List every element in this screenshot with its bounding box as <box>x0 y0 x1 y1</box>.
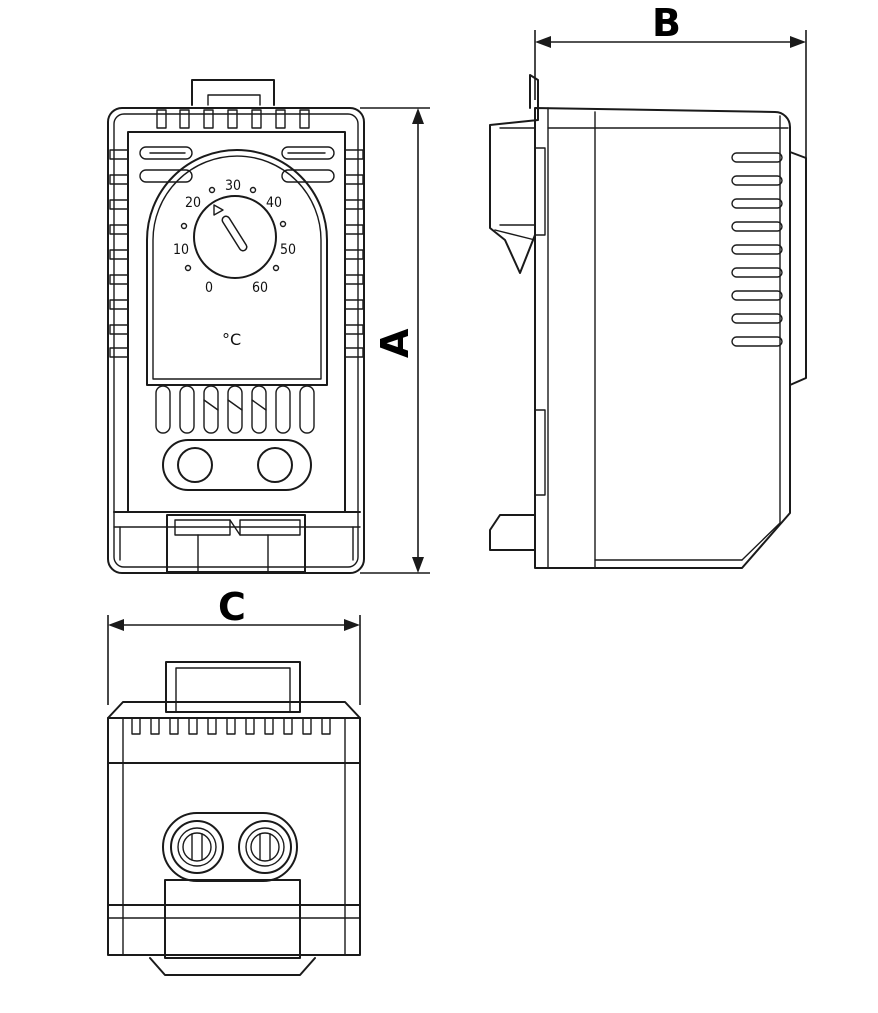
dial-label-10: 10 <box>173 242 189 258</box>
side-view <box>489 74 807 569</box>
dial-label-0: 0 <box>205 280 213 296</box>
dimension-c: C <box>107 585 361 705</box>
dimension-a-label: A <box>373 328 417 358</box>
top-vent-teeth <box>156 109 310 129</box>
cable-glands <box>162 812 298 882</box>
dial-label-60: 60 <box>252 280 268 296</box>
bottom-view <box>107 661 361 976</box>
temperature-dial: 0 10 20 30 40 50 60 °C <box>173 178 296 349</box>
dimension-c-label: C <box>218 585 246 629</box>
side-vents <box>731 152 783 347</box>
dimension-b: B <box>534 1 807 240</box>
right-side-vents <box>344 149 364 358</box>
left-side-vents <box>109 149 129 358</box>
dimension-a: A <box>360 107 430 574</box>
dial-label-20: 20 <box>185 195 201 211</box>
dimension-b-label: B <box>652 1 681 45</box>
dial-label-40: 40 <box>266 195 282 211</box>
front-lower-slots <box>155 385 315 434</box>
dial-label-50: 50 <box>280 242 296 258</box>
bottom-view-vents <box>131 717 331 735</box>
front-view: 0 10 20 30 40 50 60 °C <box>107 79 365 574</box>
unit-label: °C <box>222 330 241 349</box>
dial-label-30: 30 <box>225 178 241 194</box>
